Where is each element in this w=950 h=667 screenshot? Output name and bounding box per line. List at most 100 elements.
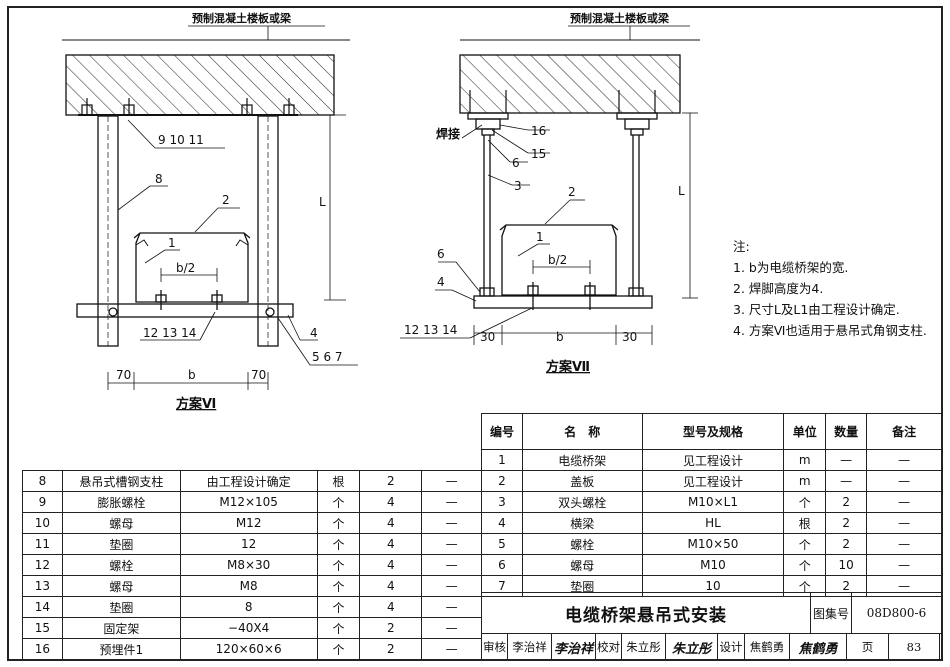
atlas-label: 图集号 (810, 592, 852, 634)
note-item: 4. 方案Ⅵ也适用于悬吊式角钢支柱. (733, 323, 927, 338)
checker-signature: 朱立彤 (665, 633, 718, 661)
table-cell: HL (641, 512, 785, 534)
callout-3: 3 (514, 179, 522, 193)
table-cell: — (421, 512, 482, 534)
table-cell: 7 (481, 575, 523, 597)
cross-beam-7 (473, 295, 653, 309)
table-cell: M10 (641, 554, 785, 576)
table-cell: 16 (22, 638, 63, 660)
dim-left-30: 30 (480, 330, 495, 344)
table-cell: — (866, 449, 942, 471)
table-cell: 盖板 (521, 470, 643, 492)
table-cell: 120×60×6 (179, 638, 318, 660)
table-cell: 1 (481, 449, 523, 471)
callout-16: 16 (531, 124, 546, 138)
table-cell: 个 (316, 617, 361, 639)
table-header-row: 编号 名 称 型号及规格 单位 数量 备注 (481, 413, 942, 450)
table-cell: 根 (316, 470, 361, 492)
table-cell: — (825, 470, 868, 492)
table-cell: 垫圈 (61, 596, 181, 618)
table-cell: — (421, 554, 482, 576)
scheme-7-labels: 预制混凝土楼板或梁 焊接 16 15 6 3 2 1 b/2 6 4 12 13… (404, 11, 685, 375)
table-cell: 个 (783, 575, 827, 597)
table-cell: — (866, 491, 942, 513)
table-cell: 个 (783, 554, 827, 576)
table-cell: — (825, 449, 868, 471)
table-cell: M12 (179, 512, 318, 534)
header-cell: 型号及规格 (641, 413, 785, 450)
table-cell: 2 (359, 470, 423, 492)
table-cell: 个 (316, 512, 361, 534)
concrete-slab-7 (459, 54, 681, 114)
table-cell: 螺栓 (521, 533, 643, 555)
table-cell: 10 (22, 512, 63, 534)
table-cell: 12 (179, 533, 318, 555)
table-cell: 个 (316, 638, 361, 660)
table-cell: 11 (22, 533, 63, 555)
dim-half-b-7: b/2 (548, 253, 567, 267)
scheme-6-labels: 预制混凝土楼板或梁 9 10 11 8 2 1 b/2 12 13 14 4 5… (116, 11, 343, 412)
table-cell: 3 (481, 491, 523, 513)
table-cell: 横梁 (521, 512, 643, 534)
table-cell: 2 (825, 491, 868, 513)
callout-12-13-14-7: 12 13 14 (404, 323, 457, 337)
callout-1: 1 (168, 236, 176, 250)
table-cell: — (866, 554, 942, 576)
table-cell: 4 (359, 533, 423, 555)
table-cell: — (421, 575, 482, 597)
scheme-6-drawing (62, 25, 358, 390)
checker-name: 朱立彤 (621, 633, 666, 661)
signature-row: 审核 李治祥 李治祥 校对 朱立彤 朱立彤 设计 焦鹤勇 焦鹤勇 页 83 (481, 633, 942, 661)
title-block: 电缆桥架悬吊式安装 图集号 08D800-6 审核 李治祥 李治祥 校对 朱立彤… (481, 592, 942, 661)
table-cell: — (866, 533, 942, 555)
table-cell: 个 (316, 554, 361, 576)
table-cell: 15 (22, 617, 63, 639)
table-cell: 悬吊式槽钢支柱 (61, 470, 181, 492)
table-cell: M10×L1 (641, 491, 785, 513)
table-cell: 4 (359, 512, 423, 534)
header-cell: 备注 (866, 413, 942, 450)
weld-label: 焊接 (436, 126, 460, 141)
page-label: 页 (846, 633, 889, 661)
table-cell: — (866, 575, 942, 597)
callout-12-13-14: 12 13 14 (143, 326, 196, 340)
table-cell: M10×50 (641, 533, 785, 555)
table-cell: 9 (22, 491, 63, 513)
callout-6-top: 6 (512, 156, 520, 170)
scheme-7-drawing (400, 25, 700, 345)
note-item: 3. 尺寸L及L1由工程设计确定. (733, 302, 900, 317)
table-cell: 2 (359, 617, 423, 639)
table-cell: m (783, 470, 827, 492)
table-cell: — (421, 596, 482, 618)
dim-b-7: b (556, 330, 564, 344)
table-cell: — (866, 470, 942, 492)
check-label: 校对 (595, 633, 622, 661)
callout-2: 2 (222, 193, 230, 207)
table-cell: 8 (22, 470, 63, 492)
table-cell: 垫圈 (521, 575, 643, 597)
table-cell: M8 (179, 575, 318, 597)
table-cell: 螺栓 (61, 554, 181, 576)
table-cell: 4 (359, 596, 423, 618)
atlas-number: 08D800-6 (851, 592, 942, 634)
table-cell: 见工程设计 (641, 470, 785, 492)
note-item: 1. b为电缆桥架的宽. (733, 260, 849, 275)
design-label: 设计 (717, 633, 745, 661)
dim-right-70: 70 (251, 368, 266, 382)
dim-b: b (188, 368, 196, 382)
table-cell: M8×30 (179, 554, 318, 576)
dim-half-b: b/2 (176, 261, 195, 275)
table-cell: 螺母 (521, 554, 643, 576)
callout-1-7: 1 (536, 230, 544, 244)
table-cell: 2 (359, 638, 423, 660)
table-cell: 个 (316, 491, 361, 513)
